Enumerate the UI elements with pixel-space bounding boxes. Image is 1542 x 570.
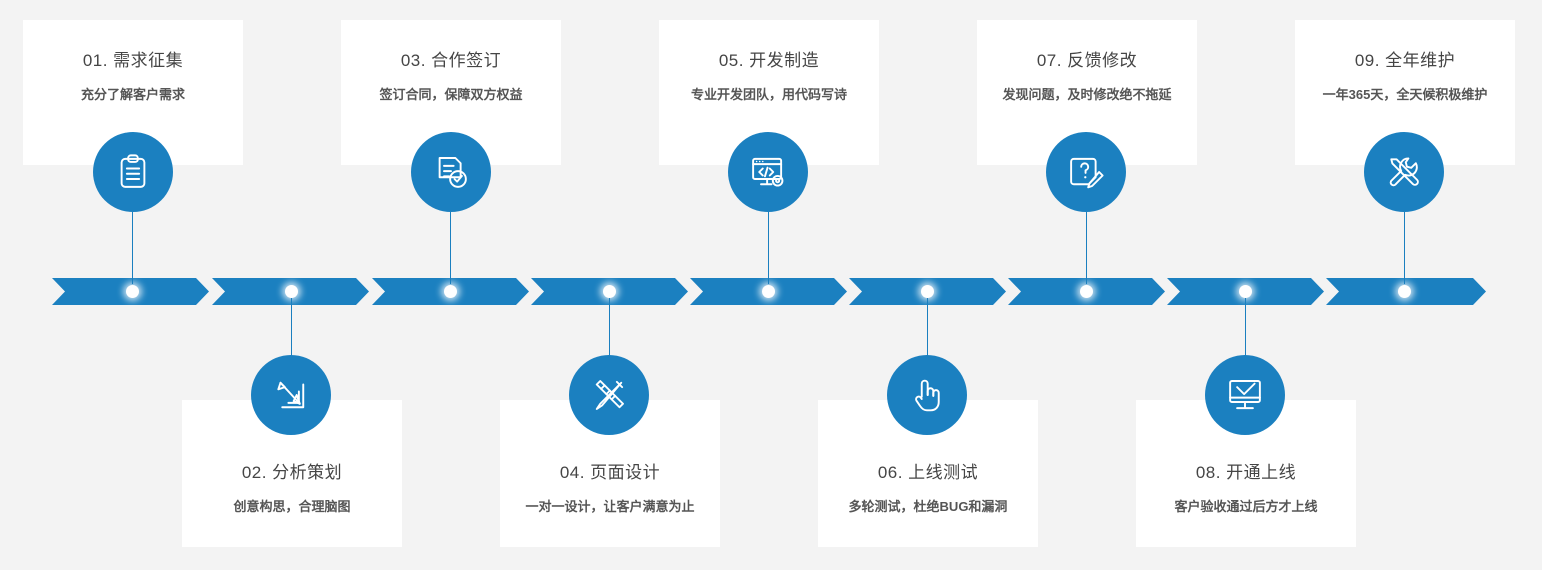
connector-line-9 <box>1404 212 1405 284</box>
document-check-icon <box>430 151 472 193</box>
connector-line-5 <box>768 212 769 284</box>
step-title-06: 06. 上线测试 <box>877 463 979 482</box>
step-card-02[interactable]: 02. 分析策划 创意构思，合理脑图 <box>182 400 402 547</box>
timeline-dot-8 <box>1239 285 1252 298</box>
step-title-08: 08. 开通上线 <box>1195 463 1297 482</box>
connector-line-1 <box>132 212 133 284</box>
step-icon-circle-04[interactable] <box>569 355 649 435</box>
step-subtitle-06: 多轮测试，杜绝BUG和漏洞 <box>848 499 1008 514</box>
connector-line-8 <box>1245 298 1246 356</box>
connector-line-3 <box>450 212 451 284</box>
timeline-dot-7 <box>1080 285 1093 298</box>
step-icon-circle-01[interactable] <box>93 132 173 212</box>
connector-line-7 <box>1086 212 1087 284</box>
step-subtitle-07: 发现问题，及时修改绝不拖延 <box>1002 87 1172 102</box>
step-subtitle-03: 签订合同，保障双方权益 <box>379 87 523 102</box>
question-document-pencil-icon <box>1065 151 1107 193</box>
code-monitor-gear-icon <box>747 151 789 193</box>
connector-line-6 <box>927 298 928 356</box>
timeline-dot-6 <box>921 285 934 298</box>
step-title-02: 02. 分析策划 <box>241 463 343 482</box>
step-subtitle-09: 一年365天，全天候积极维护 <box>1322 87 1488 102</box>
click-hand-icon <box>906 374 948 416</box>
step-subtitle-05: 专业开发团队，用代码写诗 <box>690 87 847 102</box>
step-title-09: 09. 全年维护 <box>1354 51 1456 70</box>
step-icon-circle-02[interactable] <box>251 355 331 435</box>
timeline-dot-1 <box>126 285 139 298</box>
step-icon-circle-06[interactable] <box>887 355 967 435</box>
timeline-dot-3 <box>444 285 457 298</box>
step-title-07: 07. 反馈修改 <box>1036 51 1138 70</box>
timeline-dot-9 <box>1398 285 1411 298</box>
connector-line-4 <box>609 298 610 356</box>
step-title-01: 01. 需求征集 <box>82 51 184 70</box>
monitor-check-icon <box>1224 374 1266 416</box>
step-title-04: 04. 页面设计 <box>559 463 661 482</box>
step-subtitle-02: 创意构思，合理脑图 <box>233 499 351 514</box>
step-title-05: 05. 开发制造 <box>718 51 820 70</box>
step-icon-circle-07[interactable] <box>1046 132 1126 212</box>
pencil-arrow-icon <box>270 374 312 416</box>
step-subtitle-08: 客户验收通过后方才上线 <box>1174 499 1318 514</box>
step-icon-circle-03[interactable] <box>411 132 491 212</box>
timeline-dot-2 <box>285 285 298 298</box>
connector-line-2 <box>291 298 292 356</box>
step-icon-circle-09[interactable] <box>1364 132 1444 212</box>
wrench-screwdriver-icon <box>1383 151 1425 193</box>
step-subtitle-04: 一对一设计，让客户满意为止 <box>525 499 695 514</box>
pencil-ruler-icon <box>588 374 630 416</box>
step-subtitle-01: 充分了解客户需求 <box>80 87 185 102</box>
step-icon-circle-05[interactable] <box>728 132 808 212</box>
clipboard-icon <box>112 151 154 193</box>
step-title-03: 03. 合作签订 <box>400 51 502 70</box>
step-icon-circle-08[interactable] <box>1205 355 1285 435</box>
step-card-03[interactable]: 03. 合作签订 签订合同，保障双方权益 <box>341 20 561 165</box>
timeline-dot-5 <box>762 285 775 298</box>
timeline-dot-4 <box>603 285 616 298</box>
